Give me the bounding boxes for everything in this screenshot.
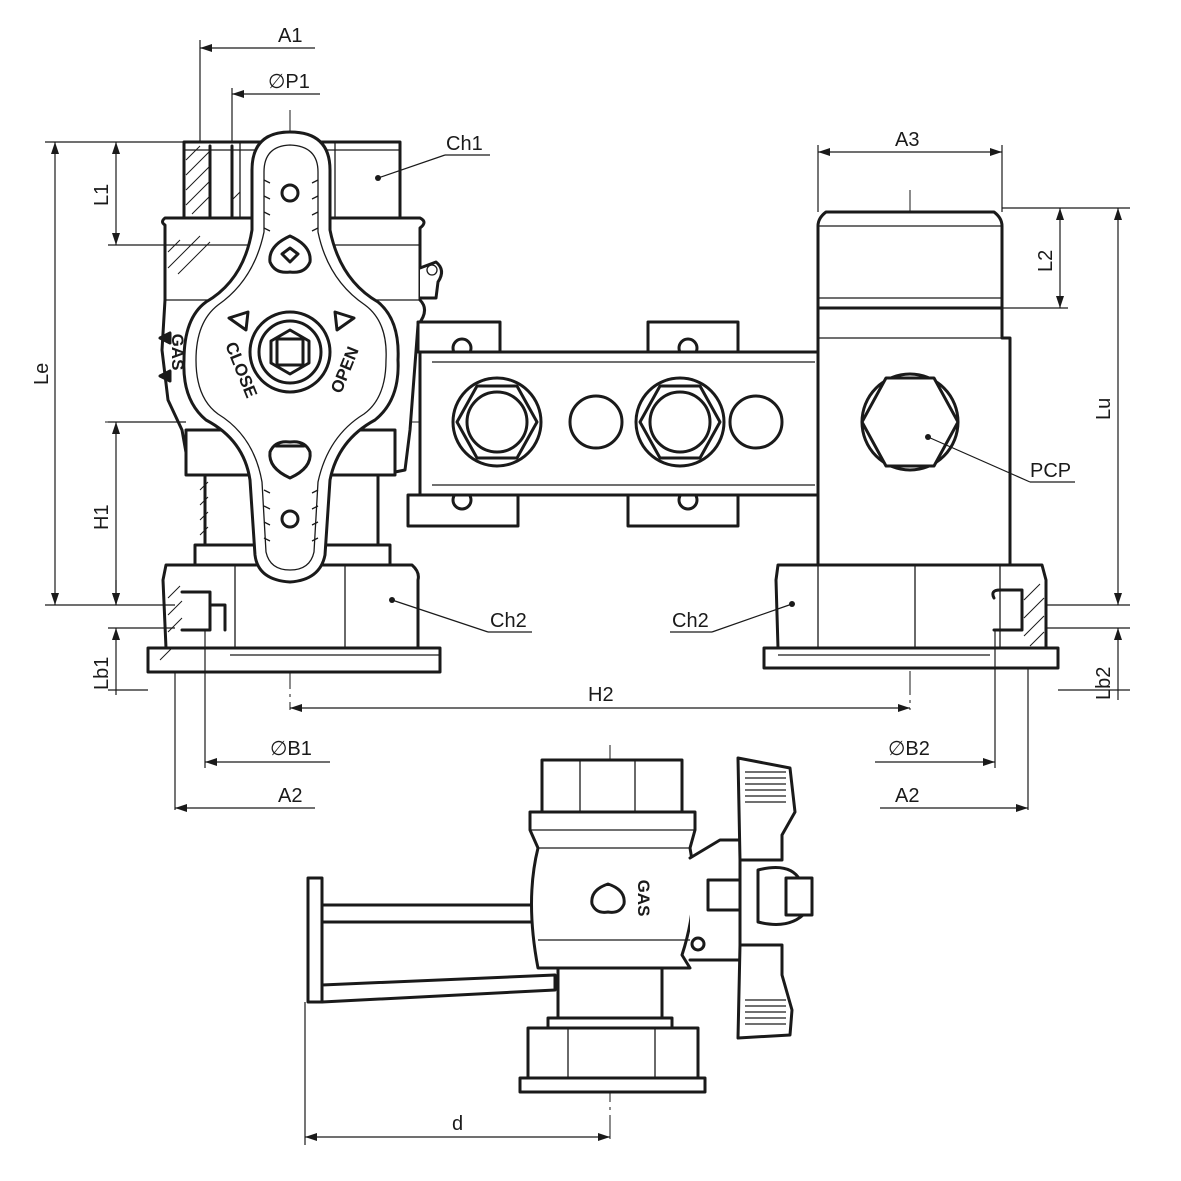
dim-label-b1: ∅B1 — [270, 738, 312, 760]
dim-label-ch2-left: Ch2 — [490, 610, 527, 632]
dim-label-l2: L2 — [1035, 250, 1057, 272]
dim-label-l1: L1 — [91, 184, 113, 206]
dimension-lines — [45, 40, 1130, 1145]
dim-label-lu: Lu — [1093, 398, 1115, 420]
dim-label-b2: ∅B2 — [888, 738, 930, 760]
dim-label-a2-left: A2 — [278, 785, 302, 807]
dim-label-pcp: PCP — [1030, 460, 1071, 482]
dim-label-lb1: Lb1 — [91, 657, 113, 690]
dim-label-lb2: Lb2 — [1093, 667, 1115, 700]
valve-lever-handle[interactable]: CLOSE OPEN — [182, 130, 400, 584]
gas-marking-front: GAS — [168, 334, 187, 371]
dim-label-d: d — [452, 1113, 463, 1135]
dim-label-le: Le — [31, 363, 53, 385]
dim-label-a2-right: A2 — [895, 785, 919, 807]
dim-label-p1: ∅P1 — [268, 71, 310, 93]
dim-label-h1: H1 — [91, 504, 113, 530]
dimension-labels: A1 ∅P1 Ch1 A3 L1 L2 Le Lu H1 PCP Ch2 Ch2… — [31, 25, 1115, 1135]
dim-label-h2: H2 — [588, 684, 614, 706]
manifold-bar — [406, 320, 827, 528]
dim-label-a1: A1 — [278, 25, 302, 47]
side-view-valve: GAS — [306, 756, 814, 1094]
dim-label-ch2-right: Ch2 — [672, 610, 709, 632]
right-outlet-column — [762, 210, 1060, 670]
dim-label-ch1: Ch1 — [446, 133, 483, 155]
dim-label-a3: A3 — [895, 129, 919, 151]
gas-marking-side: GAS — [634, 880, 653, 917]
